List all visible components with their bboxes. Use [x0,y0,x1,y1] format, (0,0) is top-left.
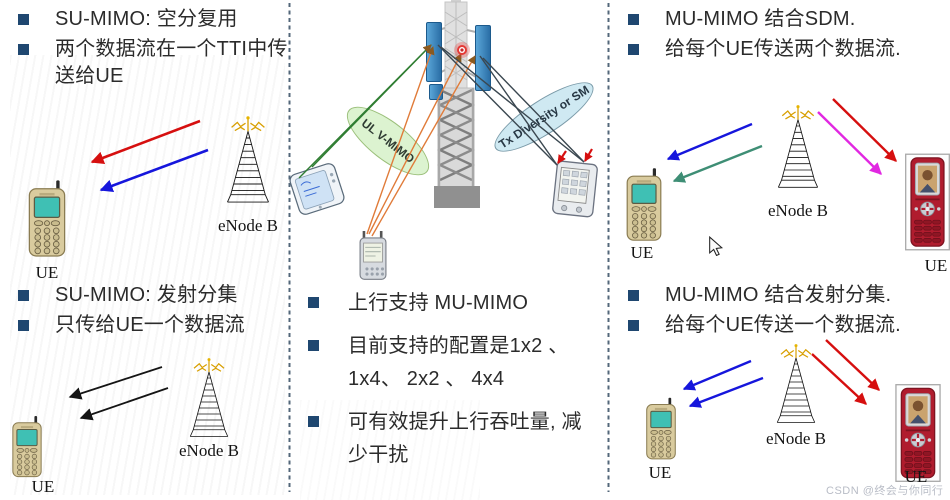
bullet-text: SU-MIMO: 发射分集 [55,284,238,306]
bullet-text: 两个数据流在一个TTI中传送给UE [55,38,288,87]
ue-label: UE [31,477,55,496]
arrow-red-stream [90,119,201,164]
bullet-square-icon [18,320,29,331]
bullet-text: 给每个UE传送一个数据流. [665,314,901,336]
left-top-bullets: SU-MIMO: 空分复用 两个数据流在一个TTI中传送给UE [18,6,290,93]
mouse-cursor-icon [709,236,724,256]
tx-diversity-label: Tx Diversity or SM [496,82,592,152]
bullet-item: MU-MIMO 结合SDM. [628,6,950,33]
enodeb-tower-right-bottom [775,340,817,430]
bullet-square-icon [18,44,29,55]
ue-phone-right-top [624,168,664,242]
bullet-square-icon [628,14,639,25]
ue-label: UE [924,256,948,275]
arrow-blue-stream [688,376,764,408]
bullet-text: 可有效提升上行吞吐量, 减少干扰 [348,410,582,467]
bullet-square-icon [308,339,319,351]
antenna-panel-left [426,22,442,82]
ue-redphone-right-top [905,152,950,252]
phone-device-bottom [356,231,390,281]
arrow-black-stream [68,366,163,400]
bullet-text: 给每个UE传送两个数据流. [665,38,901,60]
enodeb-tower-left-bottom [188,352,230,446]
left-bottom-bullets: SU-MIMO: 发射分集 只传给UE一个数据流 [18,282,290,342]
antenna-panel-right [475,25,491,91]
ue-phone-left-bottom [8,416,46,478]
arrow-red-stream [825,339,880,391]
bullet-item: 可有效提升上行吞吐量, 减少干扰 [308,406,601,473]
enodeb-label: eNode B [179,441,239,460]
arrow-teal-stream [672,144,763,183]
arrow-red-stream [832,98,897,162]
arrow-magenta-stream [817,111,882,175]
bullet-item: 两个数据流在一个TTI中传送给UE [18,36,290,90]
arrow-blue-stream [99,148,209,193]
bullet-item: 给每个UE传送一个数据流. [628,312,950,339]
tx-diversity-ellipse: Tx Diversity or SM [486,71,602,163]
enodeb-label: eNode B [766,429,826,448]
ue-label: UE [35,263,59,282]
ue-label: UE [630,243,654,262]
ul-vmimo-label: UL V-MIMO [358,116,418,166]
bullet-square-icon [308,415,319,427]
enodeb-tower-left-top [225,106,271,216]
bullet-text: MU-MIMO 结合发射分集. [665,284,892,306]
bullet-text: MU-MIMO 结合SDM. [665,8,856,30]
bullet-square-icon [628,290,639,301]
pda-device-right [549,159,601,220]
bullet-text: 只传给UE一个数据流 [55,314,245,336]
enodeb-label: eNode B [768,201,828,220]
right-bottom-bullets: MU-MIMO 结合发射分集. 给每个UE传送一个数据流. [628,282,950,342]
pda-device-left [286,159,348,218]
enodeb-tower-right-top [776,96,820,200]
arrow-blue-stream [666,122,753,161]
ue-label: UE [904,467,928,486]
ue-phone-left-top [26,176,68,262]
antenna-panel-left-small [429,84,443,100]
bullet-item: 目前支持的配置是1x2 、1x4、 2x2 、 4x4 [308,330,601,397]
bullet-text: SU-MIMO: 空分复用 [55,8,238,30]
middle-bullets: 上行支持 MU-MIMO 目前支持的配置是1x2 、1x4、 2x2 、 4x4… [308,287,601,482]
enodeb-label: eNode B [218,216,278,235]
bullet-item: MU-MIMO 结合发射分集. [628,282,950,309]
csdn-watermark: CSDN @终会与你同行吖 [826,485,944,497]
bullet-item: SU-MIMO: 发射分集 [18,282,290,309]
bullet-item: 给每个UE传送两个数据流. [628,36,950,63]
arrow-red-stream [811,353,867,405]
right-top-bullets: MU-MIMO 结合SDM. 给每个UE传送两个数据流. [628,6,950,66]
bullet-text: 上行支持 MU-MIMO [348,292,529,314]
ue-label: UE [648,463,672,482]
bullet-square-icon [308,297,319,308]
ue-phone-right-bottom [644,396,678,462]
bullet-item: 上行支持 MU-MIMO [308,287,601,321]
bullet-square-icon [18,290,29,301]
bullet-item: SU-MIMO: 空分复用 [18,6,290,33]
bullet-square-icon [628,320,639,331]
bullet-square-icon [628,44,639,55]
arrow-black-stream [79,387,169,421]
bullet-item: 只传给UE一个数据流 [18,312,290,339]
arrow-blue-stream [682,359,752,391]
bullet-square-icon [18,14,29,25]
dl-red-tip [584,148,593,162]
bullet-text: 目前支持的配置是1x2 、1x4、 2x2 、 4x4 [348,334,569,391]
